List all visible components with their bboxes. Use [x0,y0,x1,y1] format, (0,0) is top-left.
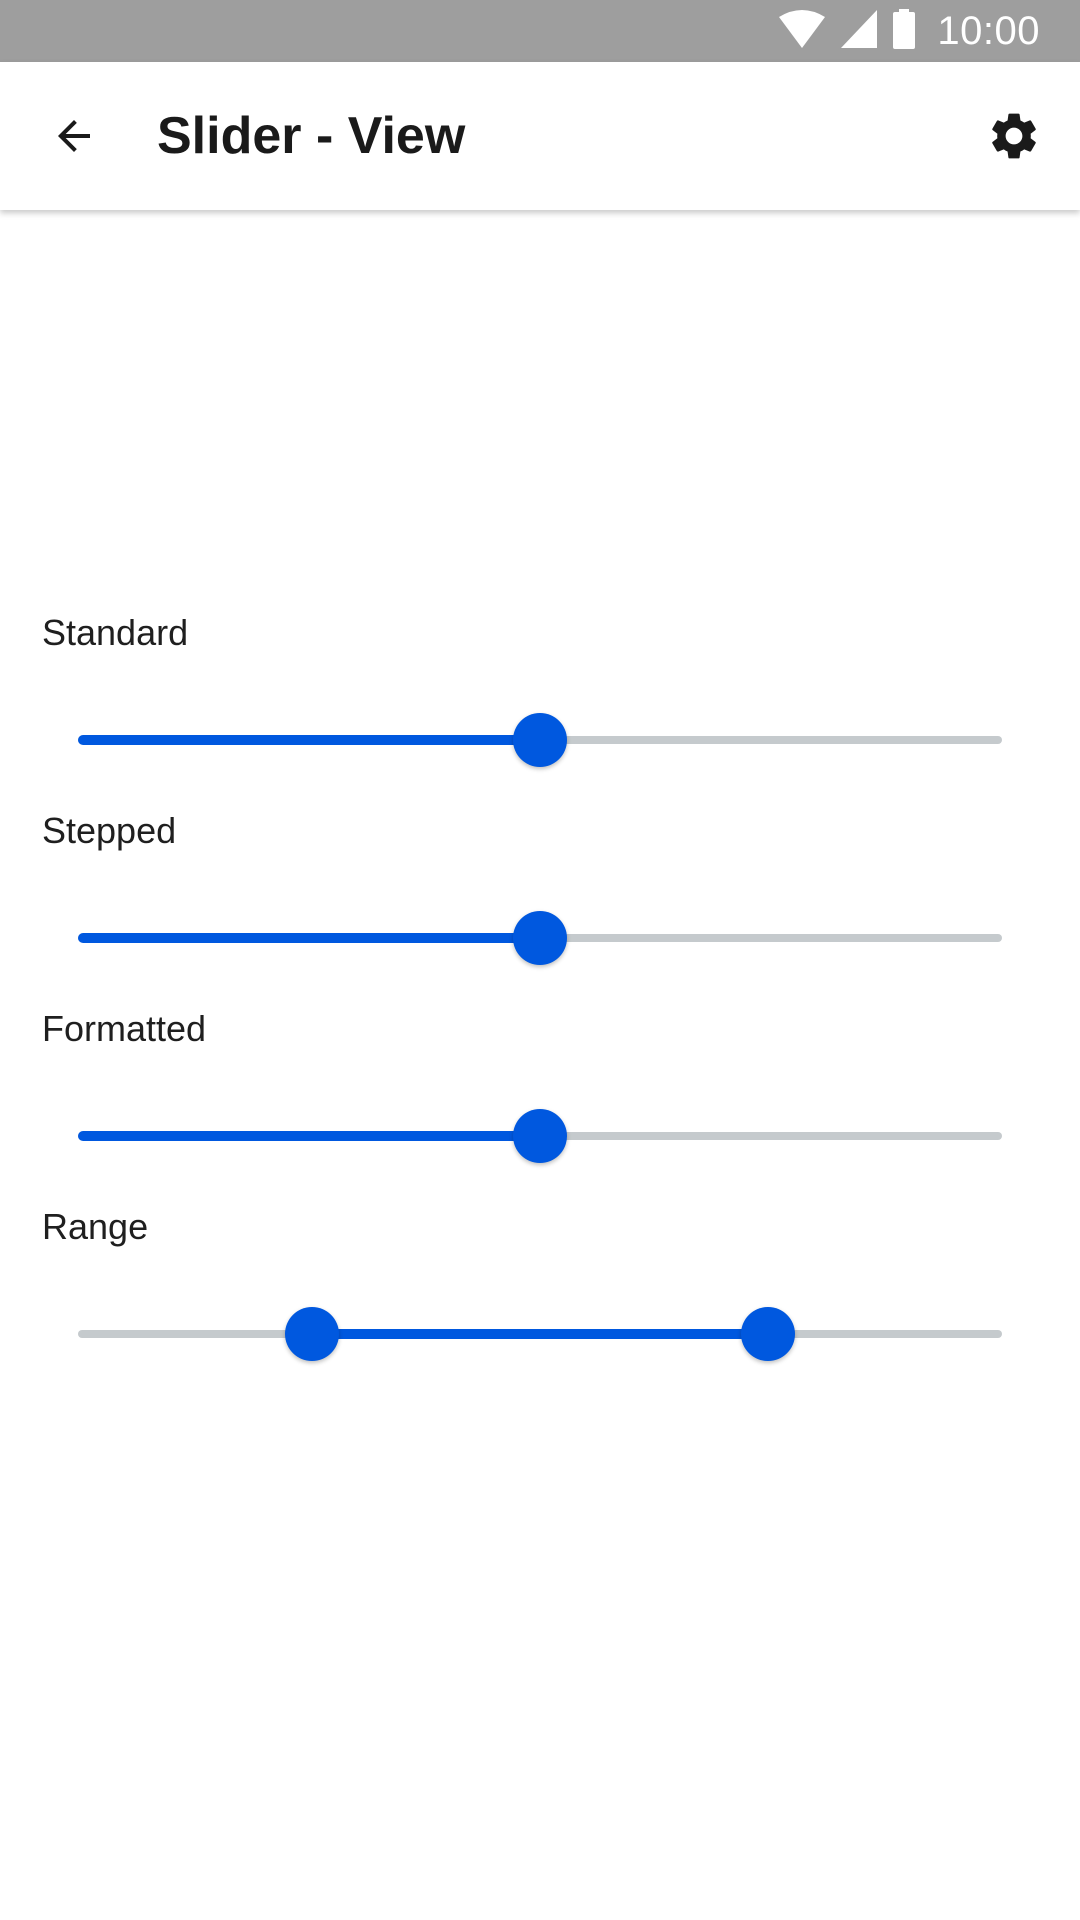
slider-thumb[interactable] [513,1109,567,1163]
cellular-signal-icon [841,9,878,53]
slider-thumb-start[interactable] [284,1307,339,1361]
slider-track-active [78,735,540,745]
battery-icon [893,8,916,54]
page-title: Slider - View [157,107,466,165]
standard-slider-label: Standard [42,612,189,653]
slider-track-active [78,933,540,943]
app-bar: Slider - View [0,62,1080,210]
gear-icon [992,113,1036,159]
formatted-slider[interactable] [78,1106,1002,1166]
slider-track-active [311,1329,769,1339]
range-slider[interactable] [78,1304,1002,1364]
range-slider-label: Range [42,1206,149,1247]
slider-thumb-end[interactable] [741,1307,796,1361]
slider-track-active [78,1131,540,1141]
standard-slider[interactable] [78,710,1002,770]
status-bar: 10:00 [0,0,1080,62]
slider-thumb[interactable] [513,713,567,767]
status-icons: 10:00 [779,0,1040,62]
stepped-slider-label: Stepped [42,810,177,851]
back-button[interactable] [28,94,120,178]
slider-thumb[interactable] [513,911,567,965]
arrow-back-icon [58,120,90,152]
status-time: 10:00 [937,8,1040,53]
wifi-icon [779,9,826,53]
formatted-slider-label: Formatted [42,1008,207,1049]
settings-button[interactable] [966,94,1062,178]
stepped-slider[interactable] [78,908,1002,968]
